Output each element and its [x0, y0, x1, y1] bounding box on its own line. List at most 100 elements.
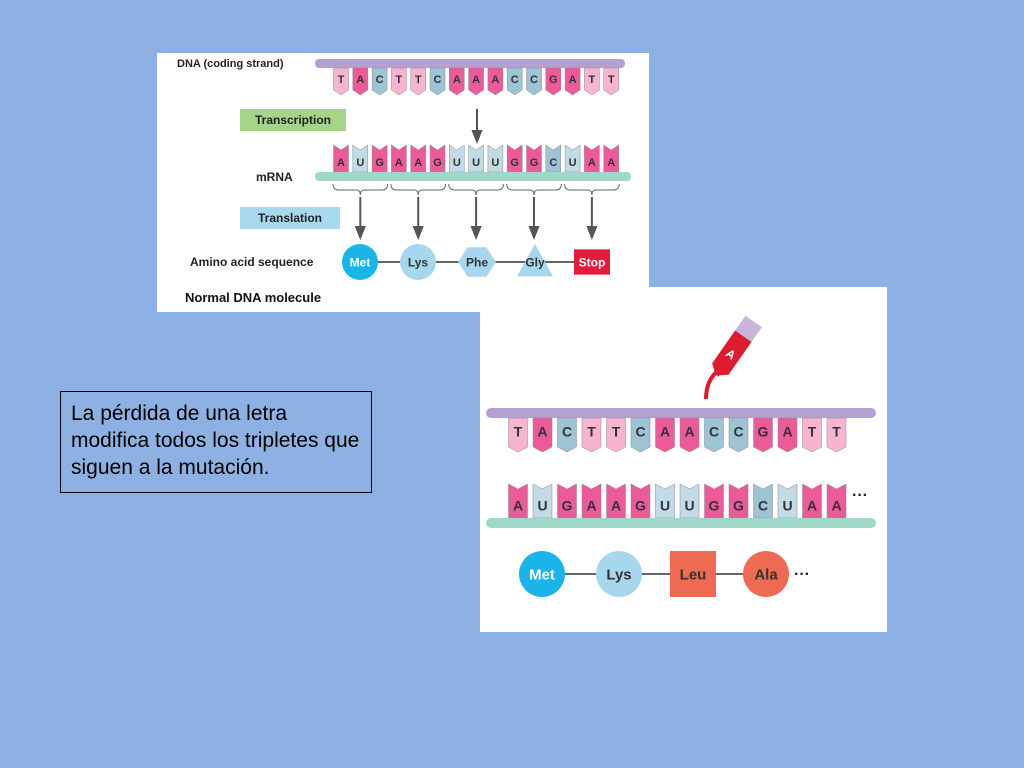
base-letter: U — [491, 157, 499, 169]
base-letter: A — [569, 74, 577, 86]
base-shape — [508, 417, 528, 453]
base-shape — [802, 483, 822, 519]
base-letter: G — [635, 498, 646, 514]
base-letter: C — [758, 498, 768, 514]
amino-acid-stop: Stop — [574, 249, 610, 275]
base-shape — [606, 417, 626, 453]
base-letter: T — [832, 424, 841, 440]
base-a: A — [584, 144, 600, 173]
base-letter: A — [586, 498, 596, 514]
base-letter: G — [562, 498, 573, 514]
amino-label: Met — [529, 566, 555, 583]
base-letter: A — [472, 74, 480, 86]
base-shape — [655, 483, 675, 519]
base-shape — [584, 67, 600, 96]
base-a: A — [679, 417, 700, 453]
base-shape — [449, 144, 465, 173]
base-u: U — [564, 144, 581, 173]
base-letter: A — [537, 424, 547, 440]
base-shape — [545, 144, 562, 173]
base-letter: T — [415, 74, 422, 86]
base-shape — [410, 67, 426, 96]
base-t: T — [508, 417, 528, 453]
amino-label: Phe — [466, 255, 488, 269]
base-shape — [333, 144, 349, 173]
base-shape — [468, 67, 484, 96]
mrna-label: mRNA — [256, 170, 293, 184]
amino-acid-met: Met — [342, 244, 378, 280]
base-shape — [655, 417, 675, 453]
base-letter: U — [356, 157, 364, 169]
base-a: A — [802, 483, 822, 519]
base-shape — [679, 483, 700, 519]
base-a: A — [606, 483, 626, 519]
base-c: C — [545, 144, 562, 173]
base-letter: C — [434, 74, 442, 86]
amino-acid-lys: Lys — [400, 244, 436, 280]
base-a: A — [564, 67, 581, 96]
inserted-base-marker: A — [712, 315, 762, 376]
base-letter: G — [758, 424, 769, 440]
inserted-base-cap — [735, 315, 762, 342]
base-letter: G — [733, 498, 744, 514]
base-letter: T — [396, 74, 403, 86]
base-t: T — [826, 417, 847, 453]
amino-shape — [670, 551, 716, 597]
base-letter: A — [414, 157, 422, 169]
base-letter: G — [709, 498, 720, 514]
base-u: U — [487, 144, 504, 173]
inserted-base-a — [712, 330, 752, 376]
base-letter: G — [433, 157, 442, 169]
amino-shape — [458, 247, 496, 277]
base-c: C — [429, 67, 446, 96]
base-shape — [371, 144, 388, 173]
normal-dna-molecule-label: Normal DNA molecule — [185, 290, 321, 305]
base-shape — [487, 144, 504, 173]
base-shape — [506, 67, 523, 96]
amino-label: Leu — [680, 566, 707, 583]
base-letter: G — [375, 157, 384, 169]
base-letter: T — [338, 74, 345, 86]
base-shape — [526, 67, 542, 96]
base-letter: C — [733, 424, 743, 440]
base-t: T — [391, 67, 407, 96]
base-shape — [777, 483, 798, 519]
base-shape — [679, 417, 700, 453]
base-letter: A — [491, 74, 499, 86]
base-letter: T — [808, 424, 817, 440]
base-u: U — [655, 483, 675, 519]
base-shape — [545, 67, 562, 96]
base-a: A — [487, 67, 504, 96]
base-a: A — [777, 417, 798, 453]
base-letter: C — [376, 74, 384, 86]
base-letter: A — [356, 74, 364, 86]
base-letter: A — [611, 498, 621, 514]
base-shape — [630, 417, 651, 453]
amino-label: Lys — [408, 255, 429, 269]
amino-shape — [342, 244, 378, 280]
base-shape — [526, 144, 542, 173]
base-letter: A — [782, 424, 792, 440]
base-letter: A — [684, 424, 694, 440]
base-g: G — [630, 483, 651, 519]
base-shape — [557, 483, 577, 519]
base-c: C — [753, 483, 773, 519]
base-letter: A — [513, 498, 523, 514]
base-letter: A — [607, 157, 615, 169]
base-letter: A — [807, 498, 817, 514]
translation-box — [240, 207, 340, 229]
base-letter: U — [453, 157, 461, 169]
base-g: G — [371, 144, 388, 173]
dna-backbone — [315, 59, 625, 68]
base-shape — [728, 417, 749, 453]
base-c: C — [557, 417, 577, 453]
base-shape — [532, 417, 553, 453]
base-g: G — [545, 67, 562, 96]
base-shape — [603, 144, 619, 173]
